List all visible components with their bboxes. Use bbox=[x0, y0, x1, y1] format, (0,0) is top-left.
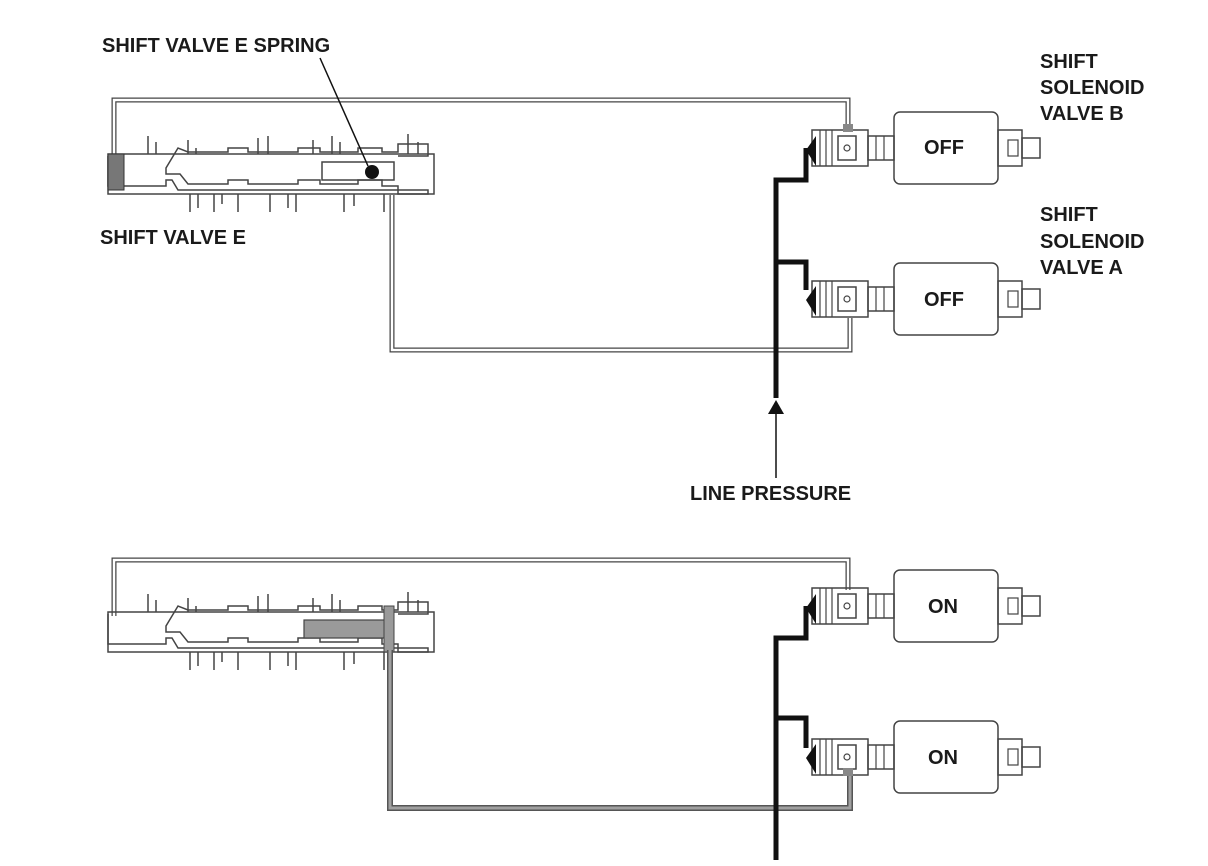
top-line-pressure-trunk bbox=[773, 148, 809, 398]
label-shift-valve-e: SHIFT VALVE E bbox=[100, 227, 246, 249]
bottom-line-pressure-trunk bbox=[773, 606, 809, 860]
svg-text:SOLENOID: SOLENOID bbox=[1040, 231, 1144, 253]
svg-text:SOLENOID: SOLENOID bbox=[1040, 77, 1144, 99]
top-diagram: OFF OFF bbox=[107, 57, 1041, 478]
top-solenoid-b-passage bbox=[111, 97, 851, 160]
label-line-pressure: LINE PRESSURE bbox=[690, 483, 851, 505]
top-valve-left-plug bbox=[107, 153, 125, 191]
label-shift-solenoid-valve-b: SHIFT SOLENOID VALVE B bbox=[1040, 51, 1144, 125]
bottom-solenoid-b-passage bbox=[111, 557, 851, 616]
bottom-diagram: ON ON bbox=[107, 557, 1041, 860]
bottom-solenoid-a-passage bbox=[387, 650, 853, 811]
top-solenoid-b-state: OFF bbox=[924, 137, 964, 159]
shift-valve-e-spring bbox=[365, 165, 379, 179]
top-solenoid-a-state: OFF bbox=[924, 289, 964, 311]
line-pressure-arrow bbox=[768, 400, 784, 414]
label-shift-solenoid-valve-a: SHIFT SOLENOID VALVE A bbox=[1040, 204, 1144, 279]
svg-text:SHIFT: SHIFT bbox=[1040, 204, 1098, 226]
spring-leader-line bbox=[319, 57, 369, 167]
label-shift-valve-e-spring: SHIFT VALVE E SPRING bbox=[102, 35, 330, 57]
svg-text:VALVE A: VALVE A bbox=[1040, 257, 1123, 279]
top-solenoid-a-passage bbox=[389, 195, 853, 353]
svg-text:SHIFT: SHIFT bbox=[1040, 51, 1098, 73]
bottom-solenoid-a-state: ON bbox=[928, 747, 958, 769]
bottom-shift-solenoid-valve-a bbox=[811, 720, 1041, 794]
svg-text:VALVE B: VALVE B bbox=[1040, 103, 1124, 125]
bottom-solenoid-b-state: ON bbox=[928, 596, 958, 618]
top-shift-valve-e bbox=[107, 133, 435, 213]
